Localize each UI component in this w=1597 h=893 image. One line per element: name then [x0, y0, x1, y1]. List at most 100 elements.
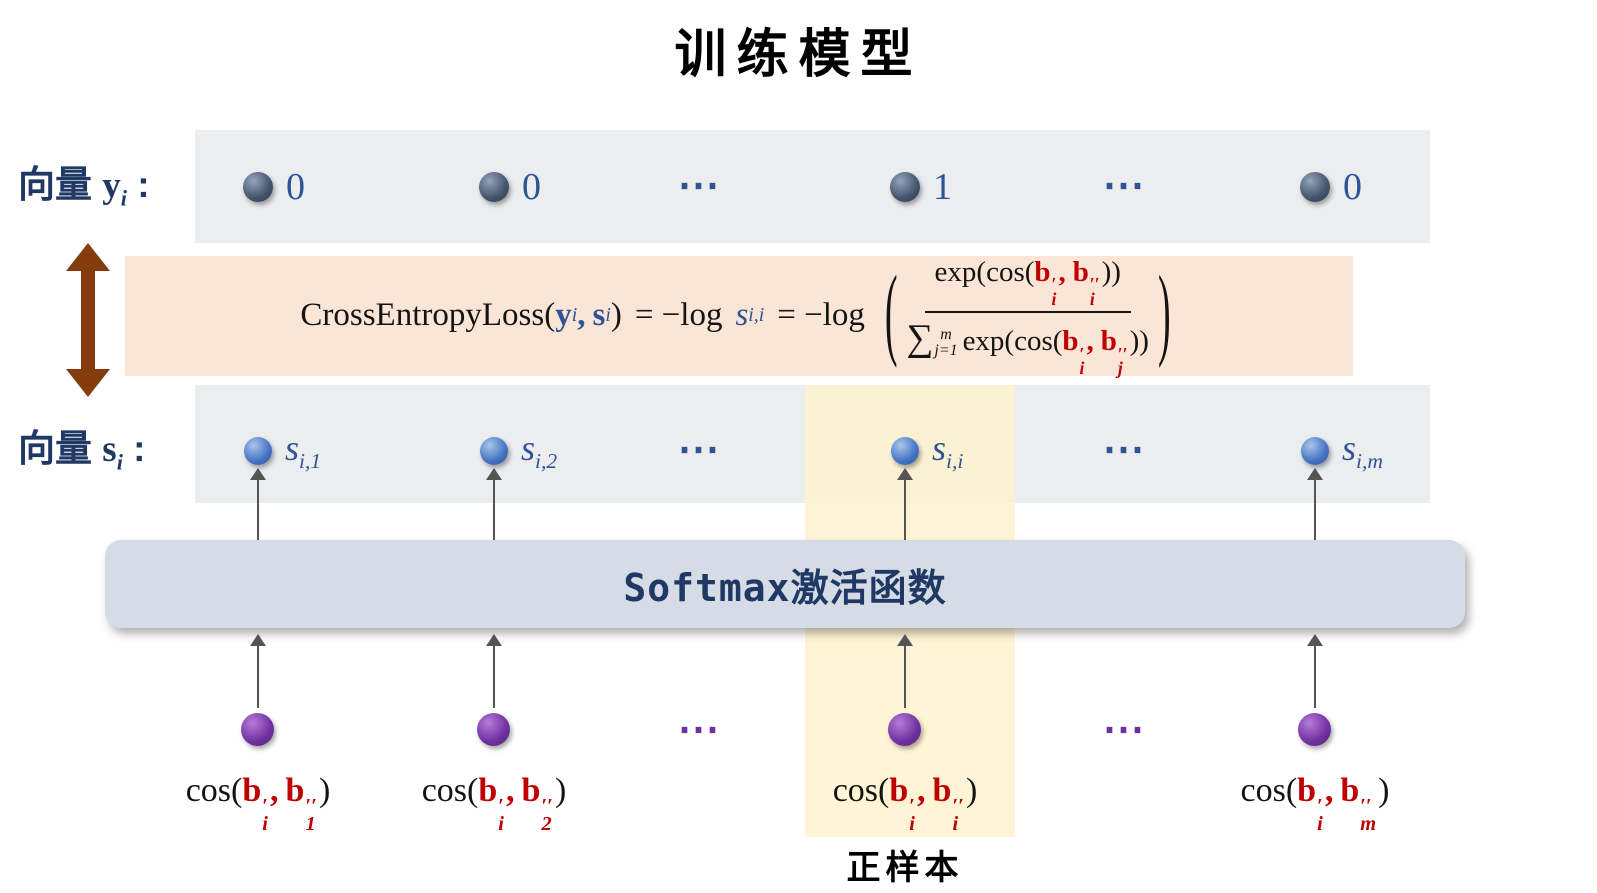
formula-term: )) — [1101, 255, 1121, 288]
cos-term: 2 — [541, 812, 552, 835]
vector-s-label-colon: : — [122, 428, 146, 469]
cos-term: i — [262, 812, 268, 835]
y-node-i: 1 — [890, 164, 952, 210]
formula-term: exp(cos( — [934, 255, 1035, 288]
s-node-label: si,m — [1342, 430, 1383, 473]
softmax-label-chinese: 激活函数 — [790, 567, 947, 610]
cos-term: b — [285, 772, 305, 809]
y-node-value: 0 — [286, 166, 305, 208]
s-node-circle — [244, 437, 272, 465]
cos-term: b — [1297, 772, 1317, 809]
arrow-up — [897, 634, 913, 708]
cos-term: ) — [318, 772, 331, 809]
arrow-head-up-icon — [66, 243, 110, 271]
formula-eq-log-1: = −log — [634, 297, 723, 334]
y-node-1: 0 — [243, 164, 305, 210]
s-node-label: si,1 — [285, 430, 321, 473]
s-var: s — [521, 427, 536, 468]
arrow-shaft — [81, 271, 95, 369]
softmax-label: Softmax激活函数 — [623, 557, 946, 612]
formula-func-close: ) — [610, 297, 622, 334]
s-sub: i,1 — [299, 448, 322, 473]
vector-s-label-var: s — [102, 429, 117, 470]
arrow-shaft — [1313, 646, 1317, 708]
formula-term: ′i — [1079, 343, 1085, 377]
cos-term: b — [1340, 772, 1360, 809]
cos-term: ′′2 — [541, 796, 552, 835]
vector-y-label-colon: : — [126, 164, 150, 205]
y-node-value: 1 — [933, 166, 952, 208]
cos-term: i — [1317, 812, 1323, 835]
cos-term: , — [270, 772, 279, 809]
arrow-shaft — [256, 480, 260, 540]
cos-node-circle — [241, 713, 274, 746]
ellipsis-dots: ⋯ — [677, 163, 723, 209]
vector-s-label-prefix: 向量 — [18, 428, 103, 469]
formula-y-sub: i — [571, 304, 578, 327]
cos-label-i: cos(b′i,b′′i) — [833, 772, 978, 835]
cos-term: b — [521, 772, 541, 809]
formula-term: ′i — [1052, 276, 1057, 308]
cos-label-2: cos(b′i,b′′2) — [421, 772, 567, 835]
s-node-m: si,m — [1301, 428, 1383, 474]
cos-term: i — [952, 812, 959, 835]
arrow-shaft — [492, 646, 496, 708]
formula-term: b — [1100, 325, 1117, 357]
s-node-i: si,i — [891, 428, 963, 474]
formula-term: ′′ — [1117, 343, 1128, 364]
ellipsis-dots: ⋯ — [1102, 707, 1148, 753]
vector-y-label-var: y — [102, 165, 121, 206]
s-node-label: si,i — [932, 430, 963, 473]
cos-term: ) — [1378, 772, 1390, 809]
arrow-up — [486, 634, 502, 708]
softmax-box: Softmax激活函数 — [105, 540, 1465, 628]
arrow-up — [1307, 468, 1323, 540]
formula-term: ′′i — [1089, 274, 1100, 310]
cos-node-circle — [477, 713, 510, 746]
sum-upper-limit: m — [940, 325, 952, 343]
formula-s-sub: i — [605, 304, 611, 327]
arrow-up — [1307, 634, 1323, 708]
arrow-up — [897, 468, 913, 540]
cos-term: ′′1 — [305, 796, 316, 835]
arrow-up — [486, 468, 502, 540]
y-node-value: 0 — [1343, 166, 1362, 208]
arrow-head-icon — [250, 634, 266, 646]
cos-term: ′i — [498, 795, 505, 834]
formula-term: b — [1034, 255, 1051, 288]
cos-term: b — [932, 772, 952, 809]
cos-term: b — [242, 772, 262, 809]
arrow-head-icon — [486, 468, 502, 480]
s-node-2: si,2 — [480, 428, 557, 474]
formula-eq-log-2: = −log — [777, 297, 865, 334]
arrow-head-icon — [897, 468, 913, 480]
arrow-shaft — [256, 646, 260, 708]
formula-term: ′′ — [1089, 274, 1100, 295]
ellipsis-dots: ⋯ — [1102, 163, 1148, 209]
cos-term: , — [1324, 772, 1334, 809]
arrow-shaft — [903, 480, 907, 540]
arrow-head-icon — [1307, 468, 1323, 480]
cos-node-circle — [1298, 713, 1331, 746]
arrow-head-icon — [486, 634, 502, 646]
formula-term: , — [1086, 325, 1094, 357]
arrow-up — [250, 634, 266, 708]
cos-term: 1 — [305, 812, 316, 835]
s-var: s — [285, 427, 300, 468]
formula-term: i — [1089, 289, 1095, 310]
formula-term: ′ — [1079, 343, 1085, 364]
s-node-circle — [891, 437, 919, 465]
cos-term: , — [917, 772, 926, 809]
cos-term: cos( — [421, 772, 479, 809]
s-node-label: si,2 — [521, 430, 557, 473]
s-sub: i,m — [1356, 448, 1384, 473]
s-node-1: si,1 — [244, 428, 321, 474]
arrow-up — [250, 468, 266, 540]
cos-term: cos( — [1240, 772, 1298, 809]
s-var: s — [1342, 427, 1357, 468]
cos-term: ′ — [498, 795, 505, 818]
cos-term: ) — [965, 772, 978, 809]
